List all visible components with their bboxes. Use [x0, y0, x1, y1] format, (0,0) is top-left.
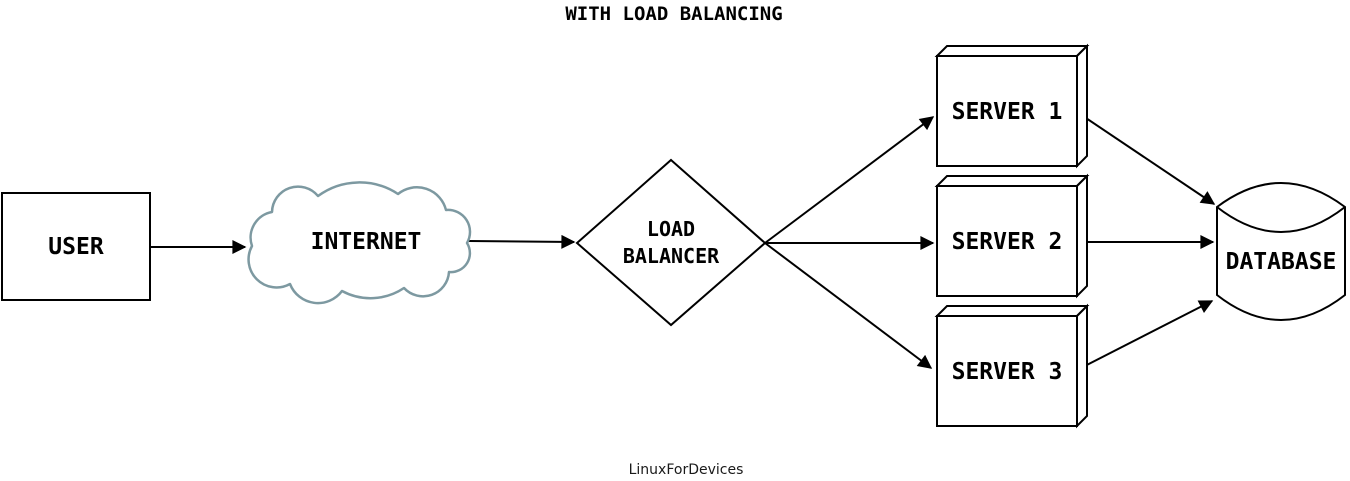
- database-cylinder-top-arc: [1216, 206, 1346, 233]
- user-label: USER: [48, 234, 104, 260]
- node-server1: SERVER 1: [934, 43, 1090, 169]
- node-internet: INTERNET: [247, 181, 472, 305]
- server2-box: [936, 185, 1078, 297]
- load-balancer-diamond: [575, 158, 767, 327]
- database-label: DATABASE: [1226, 249, 1337, 275]
- internet-label: INTERNET: [311, 229, 422, 255]
- user-box: [1, 192, 151, 301]
- edge-load-balancer-server3: [764, 242, 933, 369]
- server3-box: [936, 315, 1078, 427]
- node-user: USER: [1, 192, 151, 301]
- server1-box: [936, 55, 1078, 167]
- server3-label: SERVER 3: [952, 359, 1063, 385]
- node-server2: SERVER 2: [934, 173, 1090, 299]
- node-database: DATABASE: [1216, 182, 1346, 321]
- footer-watermark: LinuxForDevices: [629, 462, 744, 478]
- server1-label: SERVER 1: [952, 99, 1063, 125]
- edge-load-balancer-server1: [764, 116, 935, 244]
- load-balancer-label-line1: LOAD: [647, 217, 695, 241]
- node-server3: SERVER 3: [934, 303, 1090, 429]
- diagram-title: WITH LOAD BALANCING: [565, 3, 782, 25]
- node-load-balancer: LOAD BALANCER: [575, 158, 767, 327]
- internet-cloud-shape: [247, 181, 472, 305]
- edge-internet-load-balancer: [468, 234, 576, 249]
- edge-server1-database: [1076, 111, 1216, 205]
- database-cylinder-body: [1216, 182, 1346, 321]
- edge-server3-database: [1076, 300, 1214, 371]
- server2-label: SERVER 2: [952, 229, 1063, 255]
- load-balancer-label-line2: BALANCER: [623, 244, 720, 268]
